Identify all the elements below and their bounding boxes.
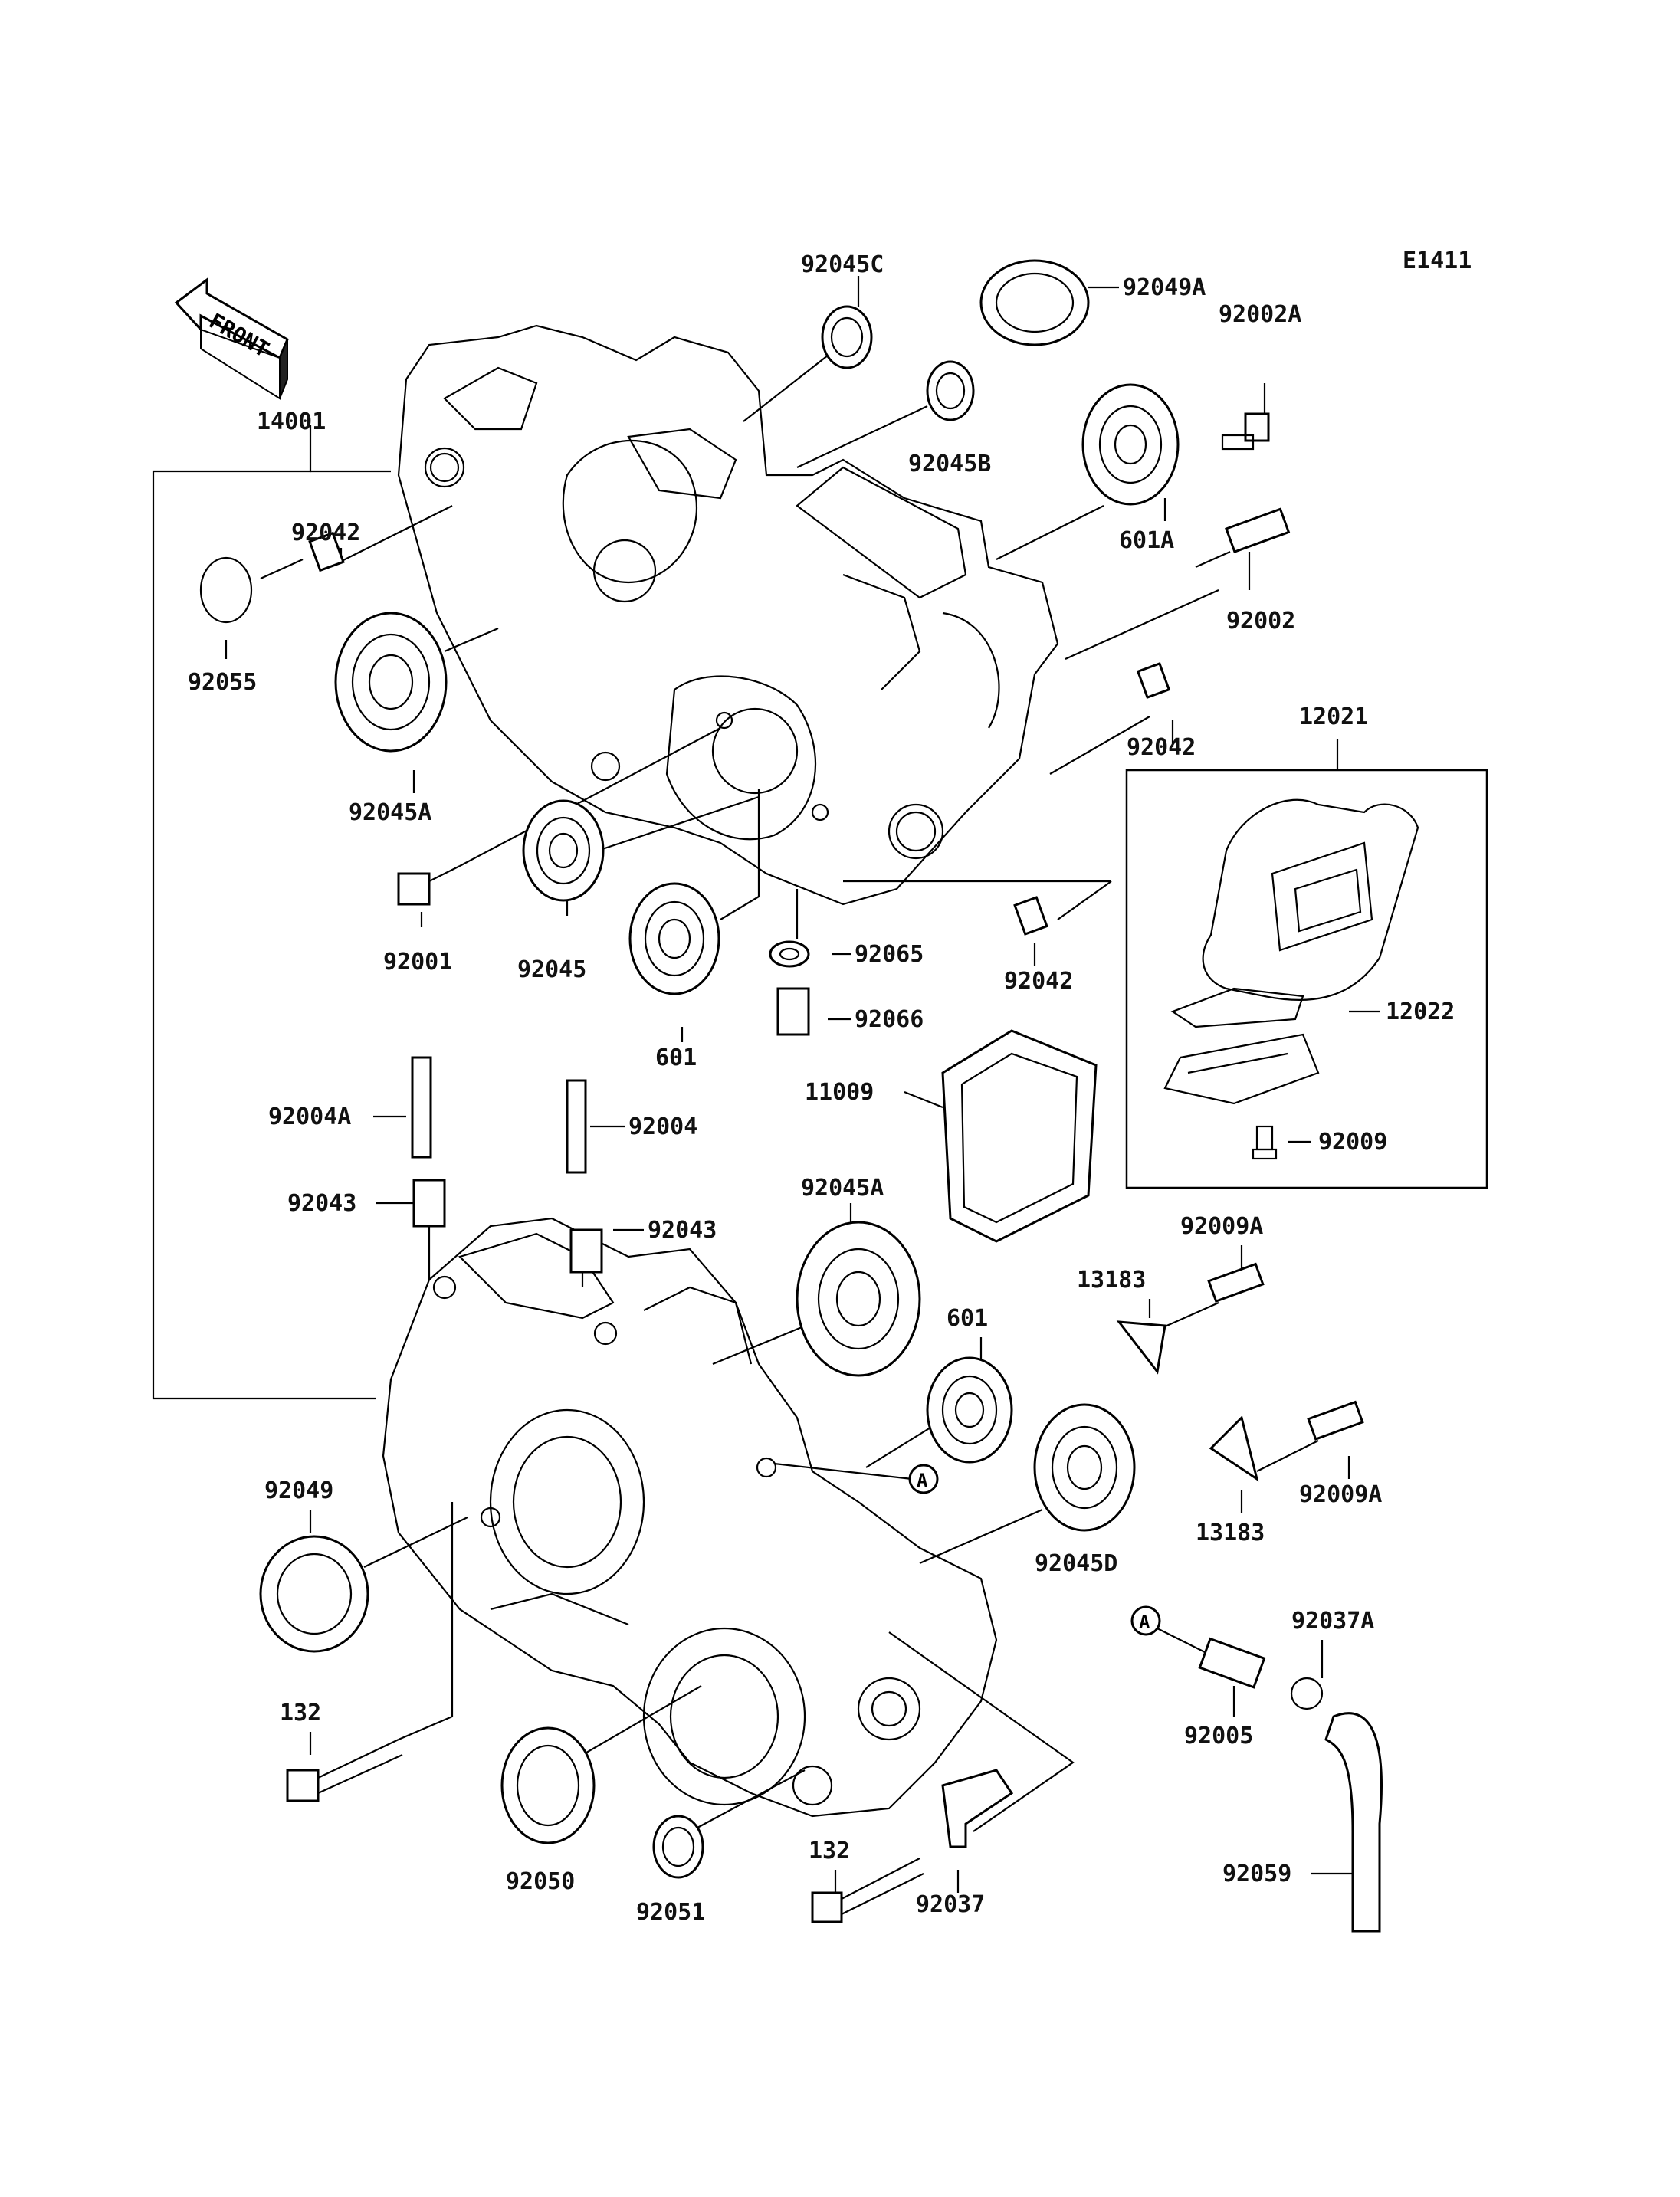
part-labels: 14001 92042 92055 92045A 92001 92045 601… xyxy=(188,251,1455,1926)
label-132-right: 132 xyxy=(809,1838,850,1864)
bearing-92045 xyxy=(522,799,605,902)
plate-13183-bottom xyxy=(1209,1415,1259,1482)
label-92051: 92051 xyxy=(636,1899,705,1926)
bearing-92045A-bottom xyxy=(796,1221,921,1377)
stud-92004A xyxy=(411,1056,432,1159)
plug-92066 xyxy=(776,987,810,1036)
hose-92059 xyxy=(1324,1712,1383,1933)
label-12022: 12022 xyxy=(1386,998,1455,1025)
bearing-92045A-top xyxy=(334,612,448,753)
dowel-92042-left xyxy=(308,531,345,572)
bolt-132-right xyxy=(811,1858,924,1923)
label-92001: 92001 xyxy=(383,949,452,976)
label-92045A-top: 92045A xyxy=(349,799,431,826)
clamp-92037A xyxy=(1290,1677,1324,1710)
label-92049A: 92049A xyxy=(1123,274,1206,301)
label-92037A: 92037A xyxy=(1291,1608,1374,1635)
oring-92055 xyxy=(199,556,253,624)
stud-92004 xyxy=(566,1079,587,1174)
front-arrow-icon: FRONT xyxy=(174,277,289,400)
label-601-top: 601 xyxy=(655,1044,697,1071)
bearing-92045C xyxy=(821,305,873,369)
dowel-92043-left xyxy=(412,1179,446,1228)
label-92002: 92002 xyxy=(1226,608,1295,635)
label-13183-top: 13183 xyxy=(1077,1267,1146,1294)
label-92050: 92050 xyxy=(506,1868,575,1895)
bracket-92037 xyxy=(941,1769,1014,1848)
fitting-92005 xyxy=(1198,1637,1266,1689)
label-601A: 601A xyxy=(1119,527,1174,554)
label-92042-mid: 92042 xyxy=(1004,968,1073,995)
label-92042-right: 92042 xyxy=(1127,734,1196,761)
label-92037: 92037 xyxy=(916,1891,985,1918)
callout-a-left: A xyxy=(908,1464,939,1494)
label-92043-left: 92043 xyxy=(287,1190,356,1217)
label-12021: 12021 xyxy=(1299,703,1368,730)
label-92045B: 92045B xyxy=(908,451,991,477)
label-601-bottom: 601 xyxy=(947,1305,988,1332)
label-92043-right: 92043 xyxy=(648,1217,717,1244)
label-11009: 11009 xyxy=(805,1079,874,1106)
dowel-92042-mid xyxy=(1013,896,1048,936)
label-92004A: 92004A xyxy=(268,1103,351,1130)
plate-13183-top xyxy=(1116,1320,1166,1375)
label-92049: 92049 xyxy=(264,1477,333,1504)
label-92002A: 92002A xyxy=(1219,301,1301,328)
bolt-132-left xyxy=(286,1739,403,1802)
seal-92050 xyxy=(500,1726,596,1844)
label-92045A-bottom: 92045A xyxy=(801,1175,884,1202)
screw-92009A-bottom xyxy=(1307,1400,1364,1441)
seal-92049A xyxy=(979,259,1090,346)
label-92004: 92004 xyxy=(628,1113,697,1140)
label-92065: 92065 xyxy=(855,941,924,968)
reed-valve-assembly-box xyxy=(1125,739,1488,1189)
label-92005: 92005 xyxy=(1184,1723,1253,1749)
label-92055: 92055 xyxy=(188,669,257,696)
label-92009A-bottom: 92009A xyxy=(1299,1481,1382,1508)
seal-92051 xyxy=(652,1815,704,1879)
gasket-11009 xyxy=(941,1029,1098,1243)
label-132-left: 132 xyxy=(280,1700,321,1726)
washer-92065 xyxy=(769,940,810,968)
plug-92002 xyxy=(1195,507,1291,569)
screw-92009A-top xyxy=(1207,1262,1265,1303)
label-92045D: 92045D xyxy=(1035,1550,1117,1577)
label-92059: 92059 xyxy=(1222,1861,1291,1887)
diagram-code: E1411 xyxy=(1403,248,1472,274)
dowel-92042-right xyxy=(1136,662,1171,699)
bearing-601A xyxy=(1081,383,1180,506)
label-92009: 92009 xyxy=(1318,1129,1387,1156)
label-92042-left: 92042 xyxy=(291,520,360,546)
label-92045C: 92045C xyxy=(801,251,884,278)
svg-text:A: A xyxy=(917,1470,928,1491)
bolt-92001 xyxy=(397,865,461,906)
bearing-92045B xyxy=(926,360,975,421)
bolt-92002A xyxy=(1221,412,1270,451)
bearing-601-bottom xyxy=(926,1356,1013,1464)
callout-a-right: A xyxy=(1130,1605,1161,1636)
bearing-92045D xyxy=(1033,1403,1136,1532)
lower-crankcase-half xyxy=(382,1217,998,1818)
label-13183-bottom: 13183 xyxy=(1196,1520,1265,1546)
leader-lines xyxy=(152,276,1380,1893)
label-92045: 92045 xyxy=(517,956,586,983)
label-92009A-top: 92009A xyxy=(1180,1213,1263,1240)
label-14001: 14001 xyxy=(257,408,326,435)
seal-92049 xyxy=(259,1535,369,1653)
dowel-92043-right xyxy=(569,1228,603,1274)
svg-text:A: A xyxy=(1139,1612,1150,1633)
bearing-601-top xyxy=(628,882,720,995)
label-92066: 92066 xyxy=(855,1006,924,1033)
upper-crankcase-half xyxy=(397,324,1059,906)
